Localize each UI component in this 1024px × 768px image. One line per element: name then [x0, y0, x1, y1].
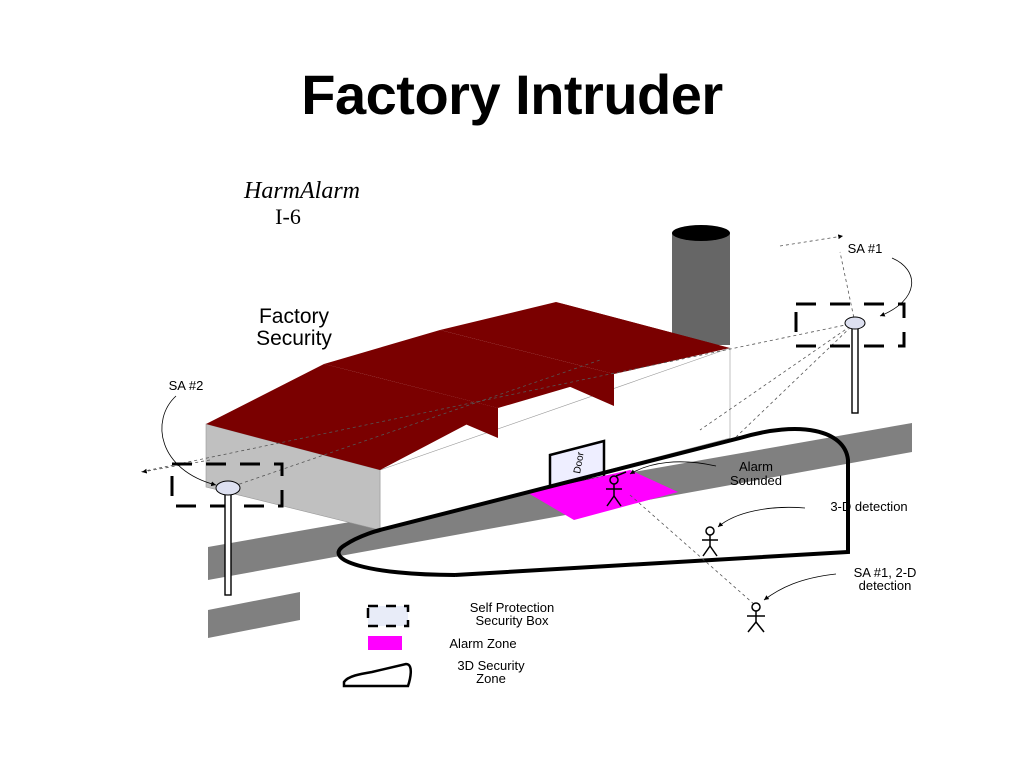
- detection-lines: [139, 251, 856, 606]
- chimney: [672, 225, 730, 345]
- legend-alarm-zone-icon: [368, 636, 402, 650]
- sa2-head: [215, 480, 241, 496]
- brand-model: I-6: [275, 204, 301, 229]
- sawtooth-2: [440, 330, 614, 406]
- intruder-figure-alarm: [606, 471, 627, 507]
- legend-security-zone-label-2: Zone: [476, 671, 506, 686]
- legend-security-box-icon: [366, 604, 410, 628]
- road-cross: [208, 592, 300, 638]
- detection-2d-leader: [763, 573, 837, 601]
- sa1-arrow: [779, 234, 844, 247]
- intruder-figure-2d: [747, 602, 765, 633]
- detection-3d-leader: [717, 506, 806, 528]
- brand-name: HarmAlarm: [243, 178, 360, 204]
- building-label-line1: Factory: [259, 305, 330, 328]
- sa2-label: SA #2: [169, 378, 204, 393]
- sensor-sa1: [794, 302, 906, 414]
- legend-security-zone-icon: [342, 662, 412, 688]
- building-label-line2: Security: [256, 327, 332, 350]
- sa1-security-box: [794, 302, 906, 348]
- door-label: Door: [572, 451, 587, 475]
- sa1-leader: [879, 257, 913, 317]
- legend-security-box-label-1: Self Protection: [470, 600, 555, 615]
- legend-security-zone-label-1: 3D Security: [457, 658, 525, 673]
- legend: Self Protection Security Box Alarm Zone …: [342, 600, 555, 688]
- sa2-leader: [161, 395, 217, 487]
- roof-bay-3: [440, 302, 730, 374]
- intruder-figure-3d: [702, 526, 718, 557]
- slide-title: Factory Intruder: [301, 63, 723, 126]
- callout-alarm-sounded-1: Alarm: [739, 459, 773, 474]
- sa1-head: [844, 316, 866, 330]
- sa1-pole: [851, 326, 859, 414]
- legend-alarm-zone-label: Alarm Zone: [449, 636, 516, 651]
- callout-2d-detection-1: SA #1, 2-D: [854, 565, 917, 580]
- sa2-pole: [224, 492, 232, 596]
- sensor-sa2: [170, 462, 284, 596]
- security-zone-outline: [336, 427, 850, 577]
- callout-2d-detection-2: detection: [859, 578, 912, 593]
- callout-3d-detection: 3-D detection: [830, 499, 907, 514]
- sa1-label: SA #1: [848, 241, 883, 256]
- alarm-sounded-leader: [629, 461, 717, 475]
- legend-security-box-label-2: Security Box: [476, 613, 549, 628]
- sawtooth-3: [556, 302, 730, 348]
- sa2-arrow: [141, 459, 211, 474]
- callout-alarm-sounded-2: Sounded: [730, 473, 782, 488]
- alarm-zone: [528, 470, 678, 520]
- sawtooth-1: [324, 364, 498, 438]
